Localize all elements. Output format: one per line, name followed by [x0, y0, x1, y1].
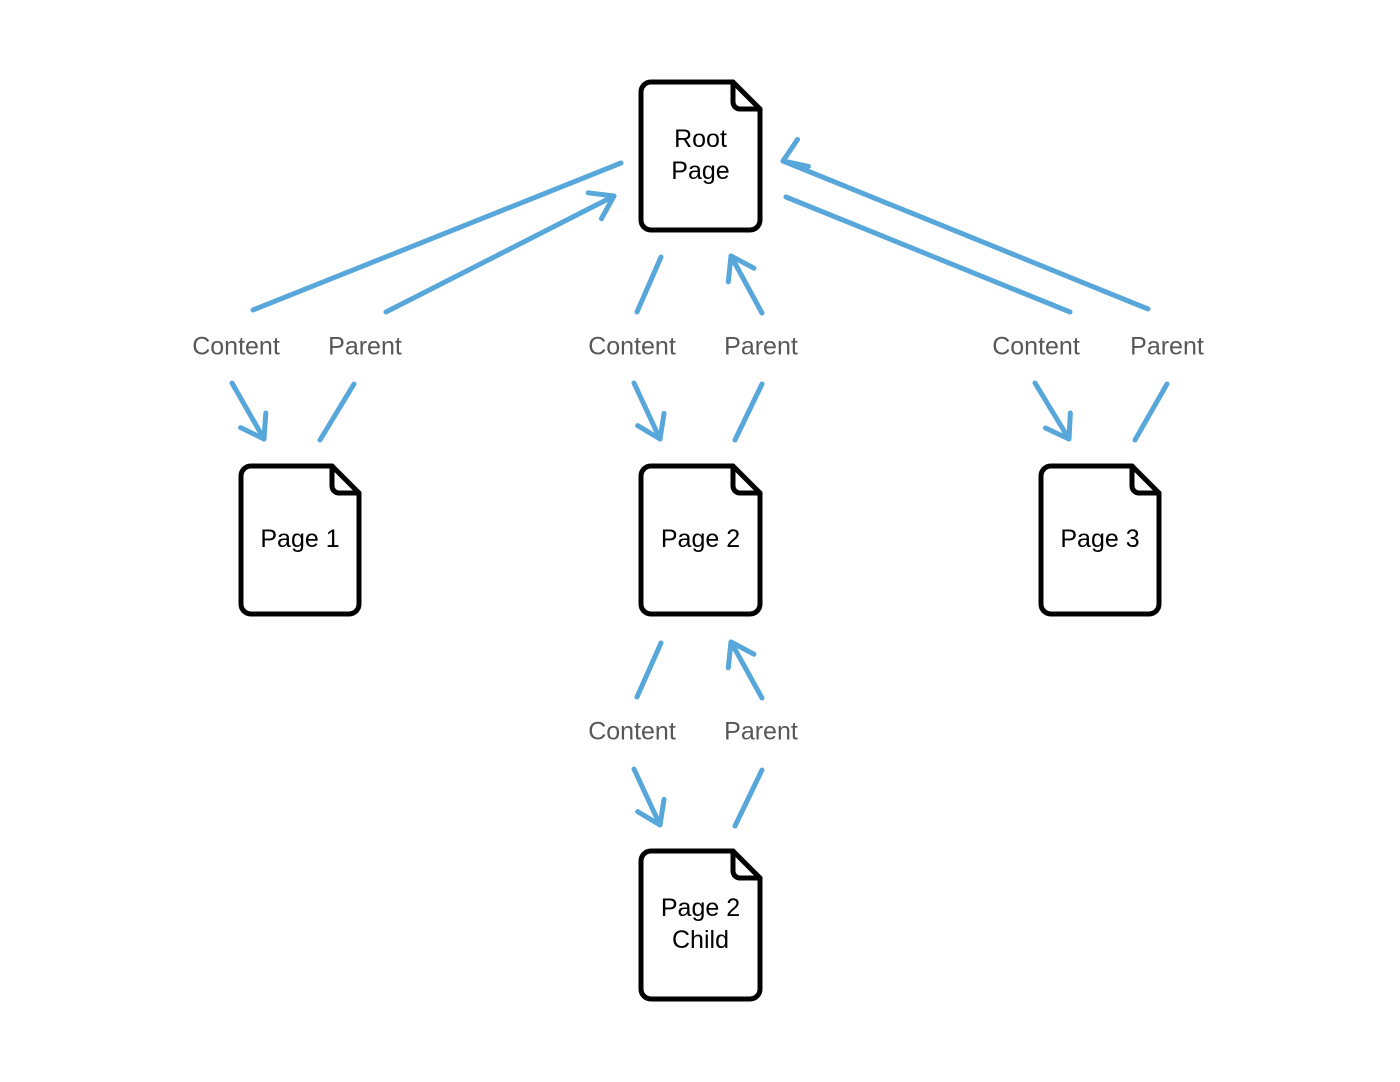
- document-page-icon: [238, 463, 362, 617]
- page-fold-corner-icon: [329, 463, 362, 496]
- arrowhead-icon: [585, 190, 617, 222]
- edge-segment-lower: [229, 380, 267, 442]
- edges-layer: [229, 136, 1170, 829]
- edge-segment-upper: [728, 253, 765, 316]
- node-label-page1: Page 1: [260, 525, 339, 553]
- arrowhead-icon: [725, 253, 757, 285]
- edge-label-root-content-page3: Content: [992, 333, 1080, 361]
- edge-segment-upper: [634, 254, 664, 315]
- arrowhead-icon: [1042, 410, 1073, 442]
- edge-segment-upper: [383, 193, 617, 315]
- edge-segment-upper: [780, 158, 1151, 312]
- edge-page2-content-page2child: [631, 640, 667, 828]
- edge-label-root-content-page2: Content: [588, 333, 676, 361]
- arrowhead-icon: [238, 410, 269, 442]
- page-fold-corner-icon: [730, 848, 763, 881]
- edge-segment-lower: [732, 381, 765, 443]
- node-label-page2: Page 2: [661, 525, 740, 553]
- page-fold-corner-icon: [730, 463, 763, 496]
- edge-segment-upper: [250, 160, 624, 313]
- edge-segment-lower: [631, 766, 663, 828]
- document-page-icon: [638, 79, 763, 233]
- node-page2[interactable]: Page 2: [638, 463, 763, 617]
- edge-root-content-page1: [229, 160, 624, 442]
- arrowhead-icon: [725, 639, 757, 671]
- edge-root-content-page2: [631, 254, 667, 442]
- edge-segment-lower: [1032, 380, 1072, 442]
- arrowhead-icon: [635, 796, 667, 828]
- edge-segment-lower: [631, 380, 663, 442]
- edge-segment-upper: [728, 639, 765, 701]
- edge-label-root-content-page1: Content: [192, 333, 280, 361]
- document-page-icon: [638, 463, 763, 617]
- node-label-page3: Page 3: [1060, 525, 1139, 553]
- node-page3[interactable]: Page 3: [1038, 463, 1162, 617]
- edge-label-page2-parent-root: Parent: [724, 333, 798, 361]
- document-page-icon: [638, 848, 763, 1002]
- arrowhead-icon: [780, 136, 811, 169]
- arrowhead-icon: [635, 410, 667, 442]
- edge-segment-upper: [634, 640, 664, 700]
- page-fold-corner-icon: [730, 79, 763, 112]
- edge-label-page3-parent-root: Parent: [1130, 333, 1204, 361]
- edge-page2-parent-root: [725, 253, 765, 443]
- edge-label-page2-content-page2child: Content: [588, 718, 676, 746]
- edge-segment-lower: [1132, 381, 1170, 443]
- edge-label-page2child-parent-page2: Parent: [724, 718, 798, 746]
- edge-page2child-parent-page2: [725, 639, 765, 829]
- page-fold-corner-icon: [1129, 463, 1162, 496]
- edge-segment-upper: [783, 194, 1073, 315]
- document-page-icon: [1038, 463, 1162, 617]
- node-page1[interactable]: Page 1: [238, 463, 362, 617]
- edge-segment-lower: [317, 381, 357, 443]
- edge-label-page1-parent-root: Parent: [328, 333, 402, 361]
- edge-segment-lower: [732, 767, 765, 829]
- edge-root-content-page3: [783, 194, 1073, 442]
- edge-page3-parent-root: [780, 136, 1170, 443]
- edge-page1-parent-root: [317, 190, 617, 443]
